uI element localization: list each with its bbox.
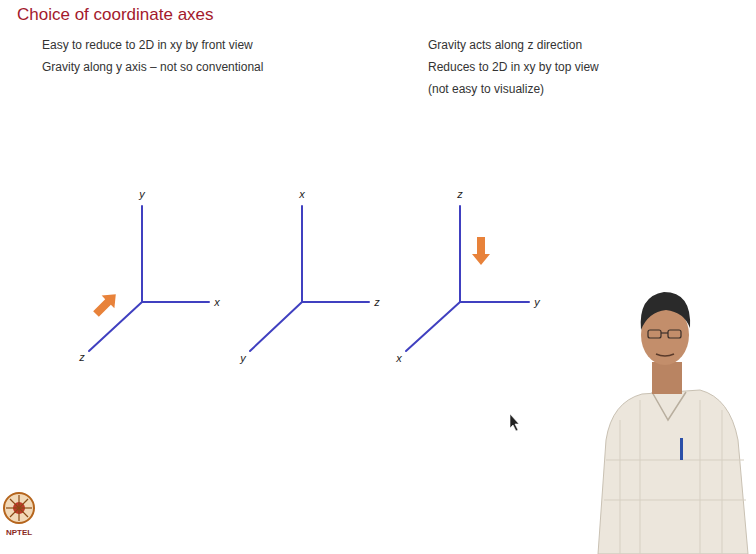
axis-line — [460, 301, 529, 303]
mouth — [656, 354, 674, 356]
mouse-cursor — [510, 414, 519, 431]
axis-label: z — [374, 296, 380, 309]
hair — [641, 292, 690, 330]
collar — [652, 392, 686, 420]
note-text: Gravity along y axis – not so convention… — [42, 60, 263, 74]
note-text: Easy to reduce to 2D in xy by front view — [42, 38, 253, 52]
neck — [652, 362, 682, 394]
gravity-arrow — [472, 237, 490, 265]
axis-line — [141, 206, 143, 302]
axis-line — [301, 206, 303, 302]
axis-label: x — [299, 188, 305, 201]
logo-text: NPTEL — [6, 528, 32, 538]
axis-line — [250, 302, 302, 351]
lecturer-figure — [598, 292, 748, 554]
note-text: (not easy to visualize) — [428, 82, 544, 96]
slide-title: Choice of coordinate axes — [17, 5, 214, 25]
axis-label: y — [139, 188, 145, 201]
logo-spokes — [6, 495, 32, 521]
logo-ring — [4, 493, 34, 523]
axis-line — [302, 301, 369, 303]
axis-line — [406, 302, 460, 351]
axis-label: y — [240, 352, 246, 365]
shirt — [598, 390, 748, 554]
nptel-logo — [4, 493, 34, 523]
axis-label: x — [396, 352, 402, 365]
glasses — [648, 330, 681, 338]
axis-label: x — [214, 296, 220, 309]
axis-line — [142, 301, 209, 303]
note-text: Gravity acts along z direction — [428, 38, 582, 52]
gravity-arrow — [90, 288, 123, 321]
shirt-checks — [604, 400, 746, 554]
note-text: Reduces to 2D in xy by top view — [428, 60, 599, 74]
axis-label: y — [534, 296, 540, 309]
axis-label: z — [457, 188, 463, 201]
pen — [680, 438, 683, 460]
axis-label: z — [79, 351, 85, 364]
axis-line — [459, 206, 461, 302]
